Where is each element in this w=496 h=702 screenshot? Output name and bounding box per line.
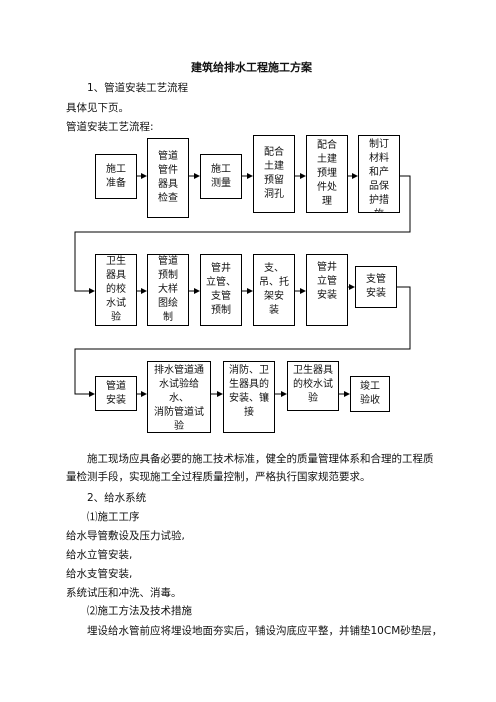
flow-box-prefab-drawing: 管道预制大样图绘制 <box>147 254 189 326</box>
flow-box-protection-measures: 制订材料和产品保护措施 <box>358 135 400 213</box>
step-item: 系统试压和冲洗、消毒。 <box>66 587 182 599</box>
sub-heading-methods: ⑵施工方法及技术措施 <box>87 605 192 617</box>
section-2-heading: 2、给水系统 <box>87 492 147 504</box>
flow-box-riser-install: 管井立管安装 <box>306 254 348 326</box>
step-item: 给水支管安装, <box>66 568 133 580</box>
flow-box-pipe-inspection: 管道管件器具检查 <box>147 138 189 218</box>
flow-box-fixture-install: 消防、卫生器具的安装、镶接 <box>223 361 275 433</box>
document-title: 建筑给排水工程施工方案 <box>191 61 312 74</box>
flow-box-reserve-holes: 配合土建预留洞孔 <box>253 135 295 213</box>
sub-heading-procedure: ⑴施工工序 <box>87 511 140 523</box>
section-1-heading: 1、管道安装工艺流程 <box>87 82 189 94</box>
flow-box-drain-water-test: 排水管道通水试验给水、消防管道试验 <box>147 361 211 433</box>
flow-box-riser-prefab: 管井立管、支管预制 <box>200 254 242 326</box>
flow-box-construction-prep: 施工准备 <box>95 154 137 199</box>
flow-box-branch-install: 支管安装 <box>355 266 397 308</box>
flow-box-survey: 施工测量 <box>200 154 242 199</box>
flow-box-support-install: 支、吊、托架安装 <box>253 254 295 326</box>
quality-paragraph: 施工现场应具备必要的施工技术标准，健全的质量管理体系和合理的工程质量检测手段，实… <box>66 453 434 483</box>
flow-box-pipe-install: 管道安装 <box>95 376 137 411</box>
flow-label: 管道安装工艺流程: <box>66 121 154 133</box>
step-item: 给水导管敷设及压力试验, <box>66 530 185 542</box>
step-item: 给水立管安装, <box>66 549 133 561</box>
flow-box-embedded-parts: 配合土建预埋件处理 <box>306 135 348 213</box>
flow-box-fixture-test: 卫生器具的校水试验 <box>287 361 339 411</box>
flow-box-final-acceptance: 竣工验收 <box>350 376 390 412</box>
pipe-burial-paragraph: 埋设给水管前应将埋设地面夯实后，铺设沟底应平整，并铺垫10CM砂垫层， <box>87 625 443 637</box>
flow-box-fixture-water-test: 卫生器具的校水试验 <box>95 254 137 326</box>
see-below-note: 具体见下页。 <box>66 102 129 114</box>
